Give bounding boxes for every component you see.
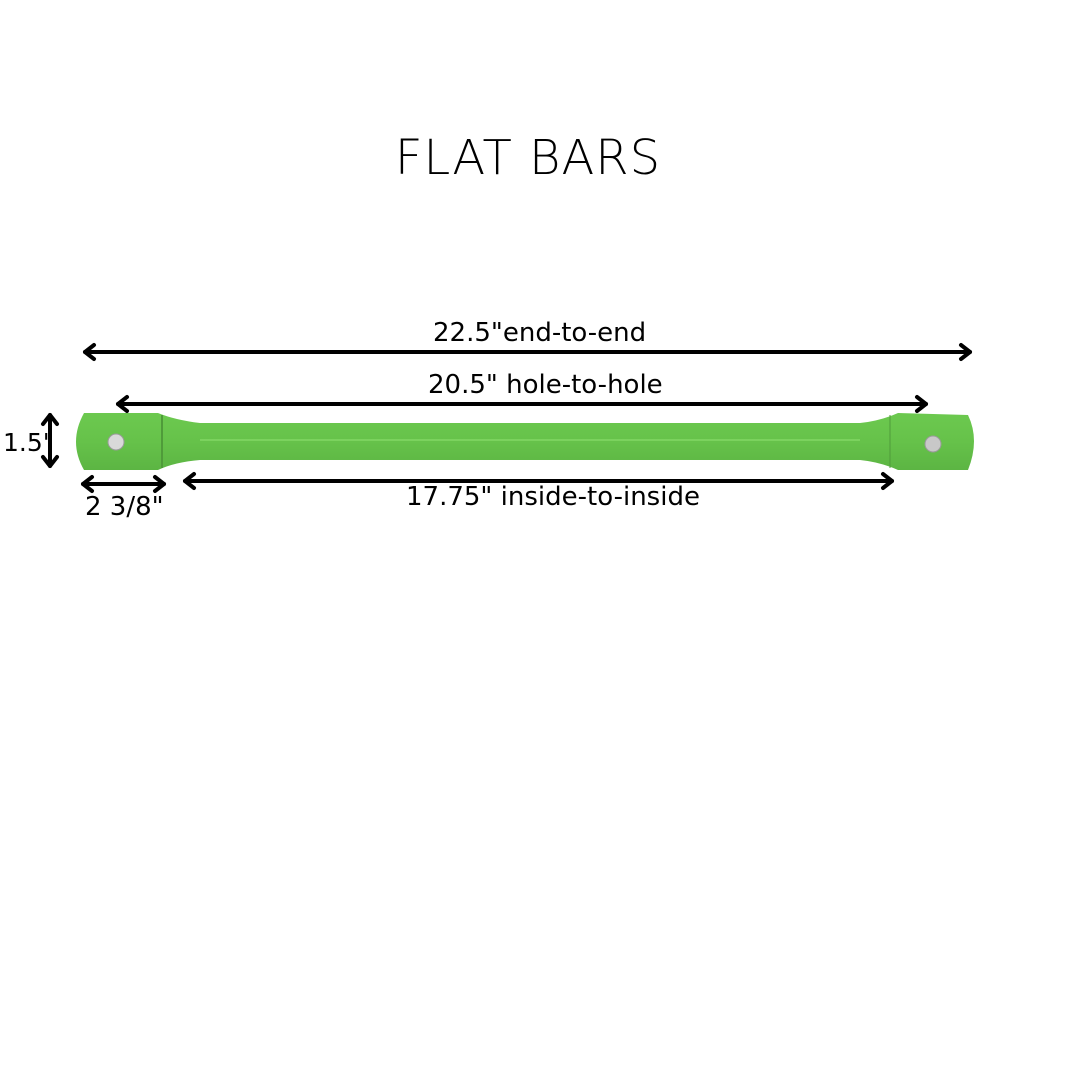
inside-to-inside-label: 17.75" inside-to-inside bbox=[406, 482, 700, 512]
end-to-end-arrow-icon bbox=[83, 343, 972, 361]
width-arrow-icon bbox=[41, 413, 59, 468]
flat-bar bbox=[76, 413, 974, 470]
right-hole-icon bbox=[924, 435, 942, 453]
end-length-arrow-icon bbox=[81, 475, 166, 493]
end-length-label: 2 3/8" bbox=[85, 492, 164, 522]
hole-to-hole-arrow-icon bbox=[116, 395, 928, 413]
hole-to-hole-label: 20.5" hole-to-hole bbox=[428, 370, 663, 400]
left-hole-icon bbox=[107, 433, 125, 451]
diagram-title: FLAT BARS bbox=[394, 130, 662, 186]
width-label: 1.5" bbox=[3, 428, 55, 457]
end-to-end-label: 22.5"end-to-end bbox=[433, 318, 647, 348]
inside-to-inside-arrow-icon bbox=[183, 472, 894, 490]
